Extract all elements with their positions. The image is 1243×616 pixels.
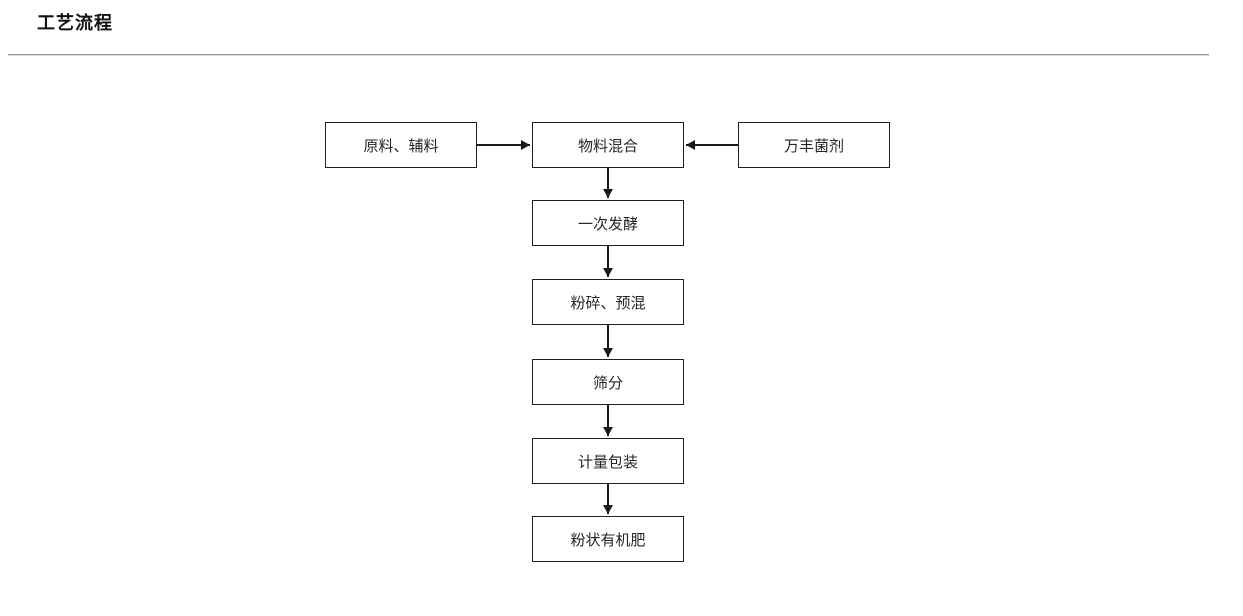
flow-node-powdered-organic-fertilizer: 粉状有机肥	[532, 516, 684, 562]
flow-node-crushing-premixing: 粉碎、预混	[532, 279, 684, 325]
divider	[8, 54, 1209, 56]
flow-node-metering-packaging: 计量包装	[532, 438, 684, 484]
flow-node-raw-materials: 原料、辅料	[325, 122, 477, 168]
flow-node-primary-fermentation: 一次发酵	[532, 200, 684, 246]
flow-node-screening: 筛分	[532, 359, 684, 405]
flow-node-material-mixing: 物料混合	[532, 122, 684, 168]
page-title: 工艺流程	[37, 13, 113, 33]
flow-node-wanfeng-bacterial-agent: 万丰菌剂	[738, 122, 890, 168]
